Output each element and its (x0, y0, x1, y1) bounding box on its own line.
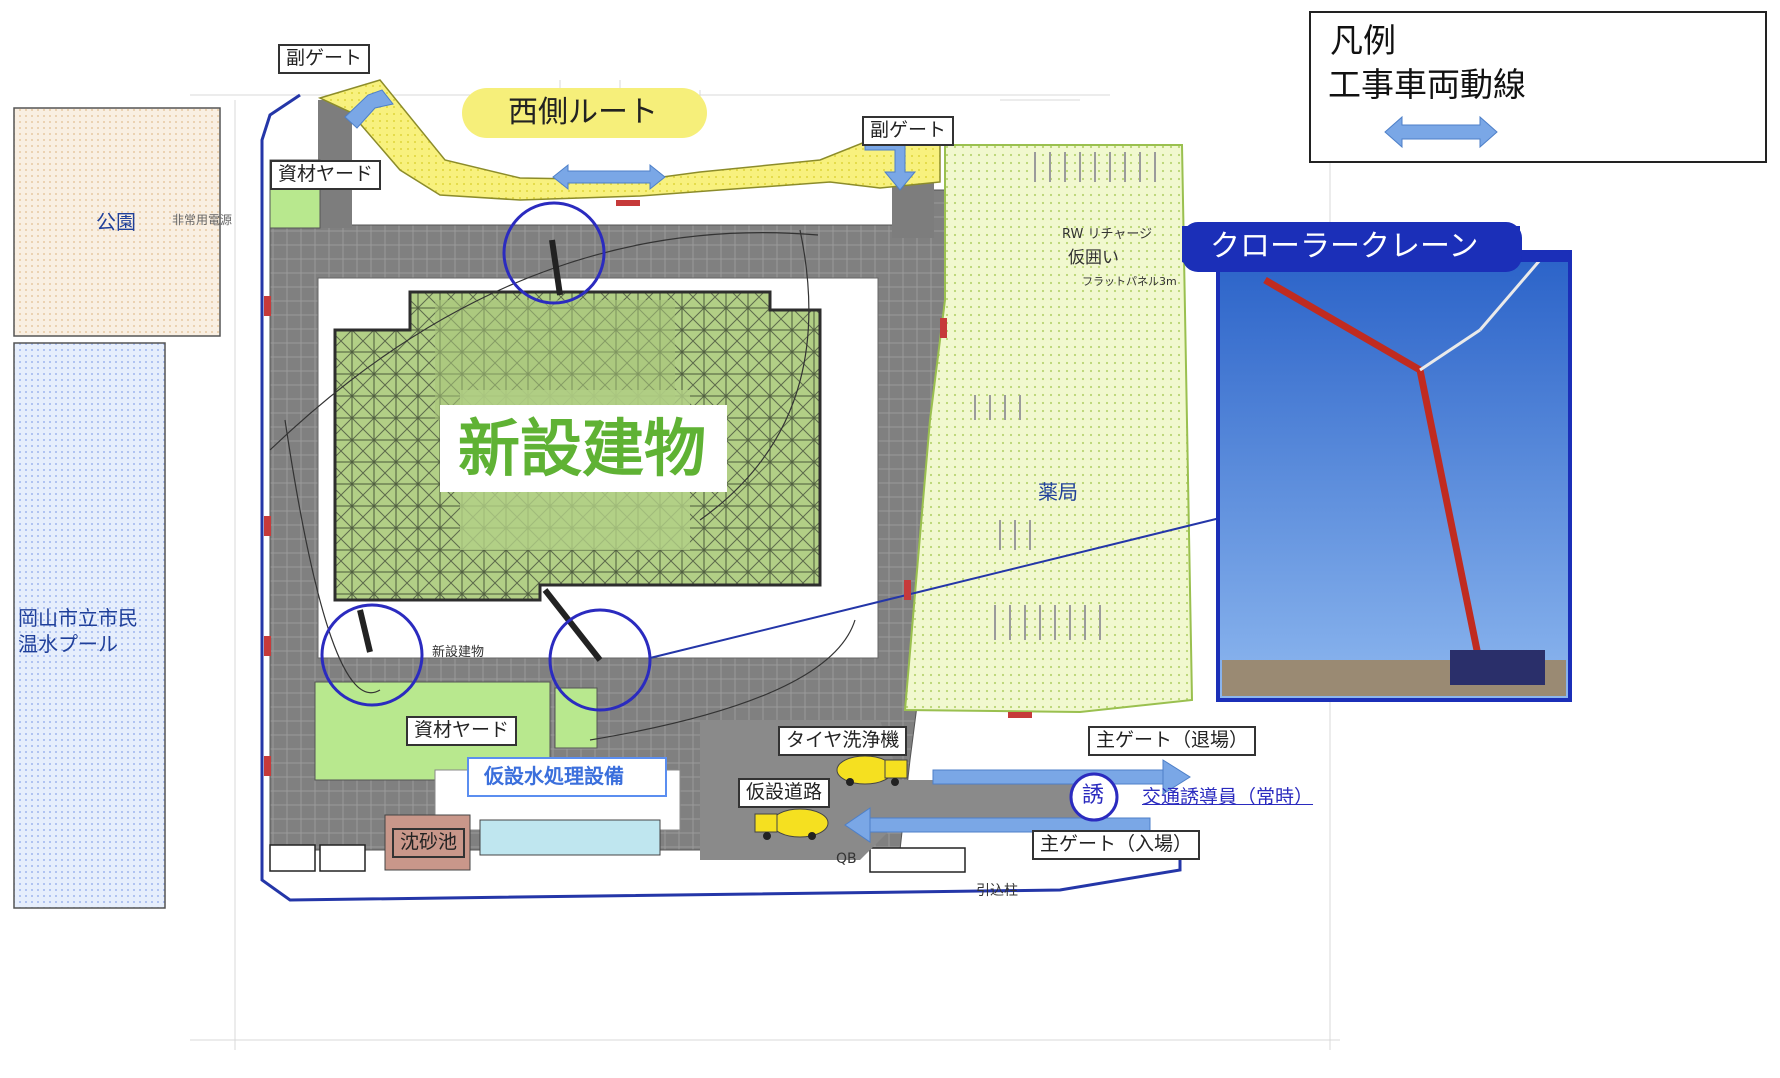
park-label: 公園 (96, 210, 136, 234)
crane-callout-line (649, 517, 1221, 659)
crane-booms (357, 239, 603, 662)
material-yard-south-extra (554, 687, 598, 749)
equipment-boxes (269, 844, 966, 873)
entry-flow-arrowhead (844, 807, 871, 843)
legend-title: 凡例 (1330, 21, 1396, 60)
crane-marker-north (502, 201, 606, 305)
pool-label-line1: 岡山市立市民 (18, 606, 138, 630)
west-route-badge (462, 88, 707, 138)
material-yard-north-label: 資材ヤード (270, 160, 382, 190)
crane-marker-southeast (548, 608, 652, 712)
legend-item-label: 工事車両動線 (1328, 65, 1526, 104)
emergency-power-label: 非常用電源 (172, 213, 233, 227)
crane-photo-jib (1419, 259, 1542, 372)
water-treatment-units (479, 819, 661, 856)
temp-water-label: 仮設水処理設備 (484, 764, 624, 788)
site-boundary (260, 93, 1182, 902)
pull-in-pole-label: 引込柱 (976, 883, 1018, 899)
traffic-guide-marker (1069, 772, 1119, 822)
legend-double-arrow-icon (1384, 115, 1498, 149)
tire-wash-label: タイヤ洗浄機 (778, 726, 908, 756)
main-gate-entry-label: 主ゲート（入場） (1032, 830, 1201, 860)
crane-swing-arcs (269, 229, 856, 741)
traffic-guide-symbol: 誘 (1082, 783, 1105, 808)
sub-gate-nw-label: 副ゲート (278, 44, 371, 74)
crane-callout-label: クローラークレーン (1210, 229, 1479, 264)
exit-flow-arrow (932, 769, 1164, 785)
legend-box (1309, 11, 1767, 163)
barrier-markers (264, 200, 1032, 776)
crane-marker-southwest (320, 603, 424, 707)
mixer-truck-entry-icon (754, 808, 829, 840)
crane-photo (1216, 250, 1572, 702)
temp-road-label: 仮設道路 (738, 778, 831, 808)
crane-photo-body (1450, 650, 1545, 685)
pool-label-line2: 温水プール (18, 632, 118, 656)
sub-gate-ne-label: 副ゲート (862, 116, 955, 146)
flat-panel-label: フラットパネル3m (1082, 275, 1177, 288)
mixer-truck-exit-icon (836, 755, 908, 786)
rw-recharge-label: RW リチャージ (1062, 227, 1153, 242)
material-yard-south-label: 資材ヤード (406, 716, 518, 746)
west-route-label: 西側ルート (508, 95, 658, 130)
main-gate-exit-label: 主ゲート（退場） (1088, 726, 1257, 756)
traffic-guide-label: 交通誘導員（常時） (1142, 786, 1314, 808)
qb-label: QB (836, 851, 857, 867)
pool-area (13, 342, 166, 909)
crane-label-pill (1182, 222, 1522, 272)
park-area (13, 107, 221, 337)
building-label: 新設建物 (458, 412, 707, 485)
building-label-bg (440, 405, 727, 492)
pharmacy-parking-lines (974, 152, 1156, 640)
new-building-work-label: 新設建物 (432, 645, 485, 660)
route-double-arrows (344, 89, 917, 191)
settling-pond-label: 沈砂池 (392, 828, 466, 858)
temp-water-label-box (467, 757, 667, 797)
exit-flow-arrowhead (1162, 759, 1191, 795)
crane-photo-boom (1263, 276, 1484, 666)
pharmacy-label: 薬局 (1038, 480, 1078, 504)
temp-fence-label: 仮囲い (1068, 248, 1119, 268)
west-route-path (317, 79, 941, 201)
